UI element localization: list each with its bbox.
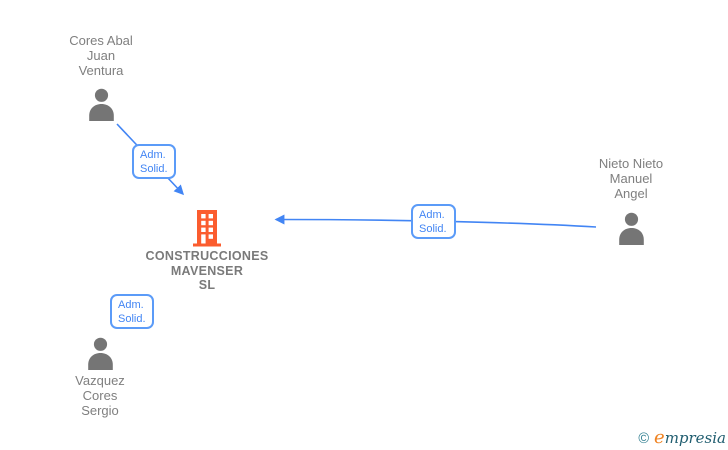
edge-label-adm-solid-top-left: Adm. Solid.	[132, 144, 176, 179]
person-icon	[87, 337, 113, 370]
person-name: Vazquez Cores Sergio	[75, 373, 125, 418]
copyright-icon: ©	[638, 431, 650, 447]
node-person-cores-abal-juan-ventura[interactable]: Cores Abal Juan Ventura	[41, 33, 161, 121]
person-icon	[88, 88, 114, 121]
empresia-logo[interactable]: © e mpresia	[638, 427, 726, 448]
edge-label-adm-solid-bottom-left: Adm. Solid.	[110, 294, 154, 329]
building-icon	[193, 210, 221, 247]
brand-text: mpresia	[664, 429, 726, 447]
node-company-construcciones-mavenser-sl[interactable]: CONSTRUCCIONES MAVENSER SL	[137, 209, 277, 293]
edge-label-adm-solid-right: Adm. Solid.	[411, 204, 456, 239]
node-person-nieto-nieto-manuel-angel[interactable]: Nieto Nieto Manuel Angel	[571, 156, 691, 245]
company-name: CONSTRUCCIONES MAVENSER SL	[145, 249, 269, 292]
person-icon	[618, 212, 644, 245]
person-name: Nieto Nieto Manuel Angel	[598, 156, 664, 201]
brand-letter-e: e	[654, 427, 665, 448]
node-person-vazquez-cores-sergio[interactable]: Vazquez Cores Sergio	[40, 337, 160, 418]
person-name: Cores Abal Juan Ventura	[69, 33, 133, 78]
